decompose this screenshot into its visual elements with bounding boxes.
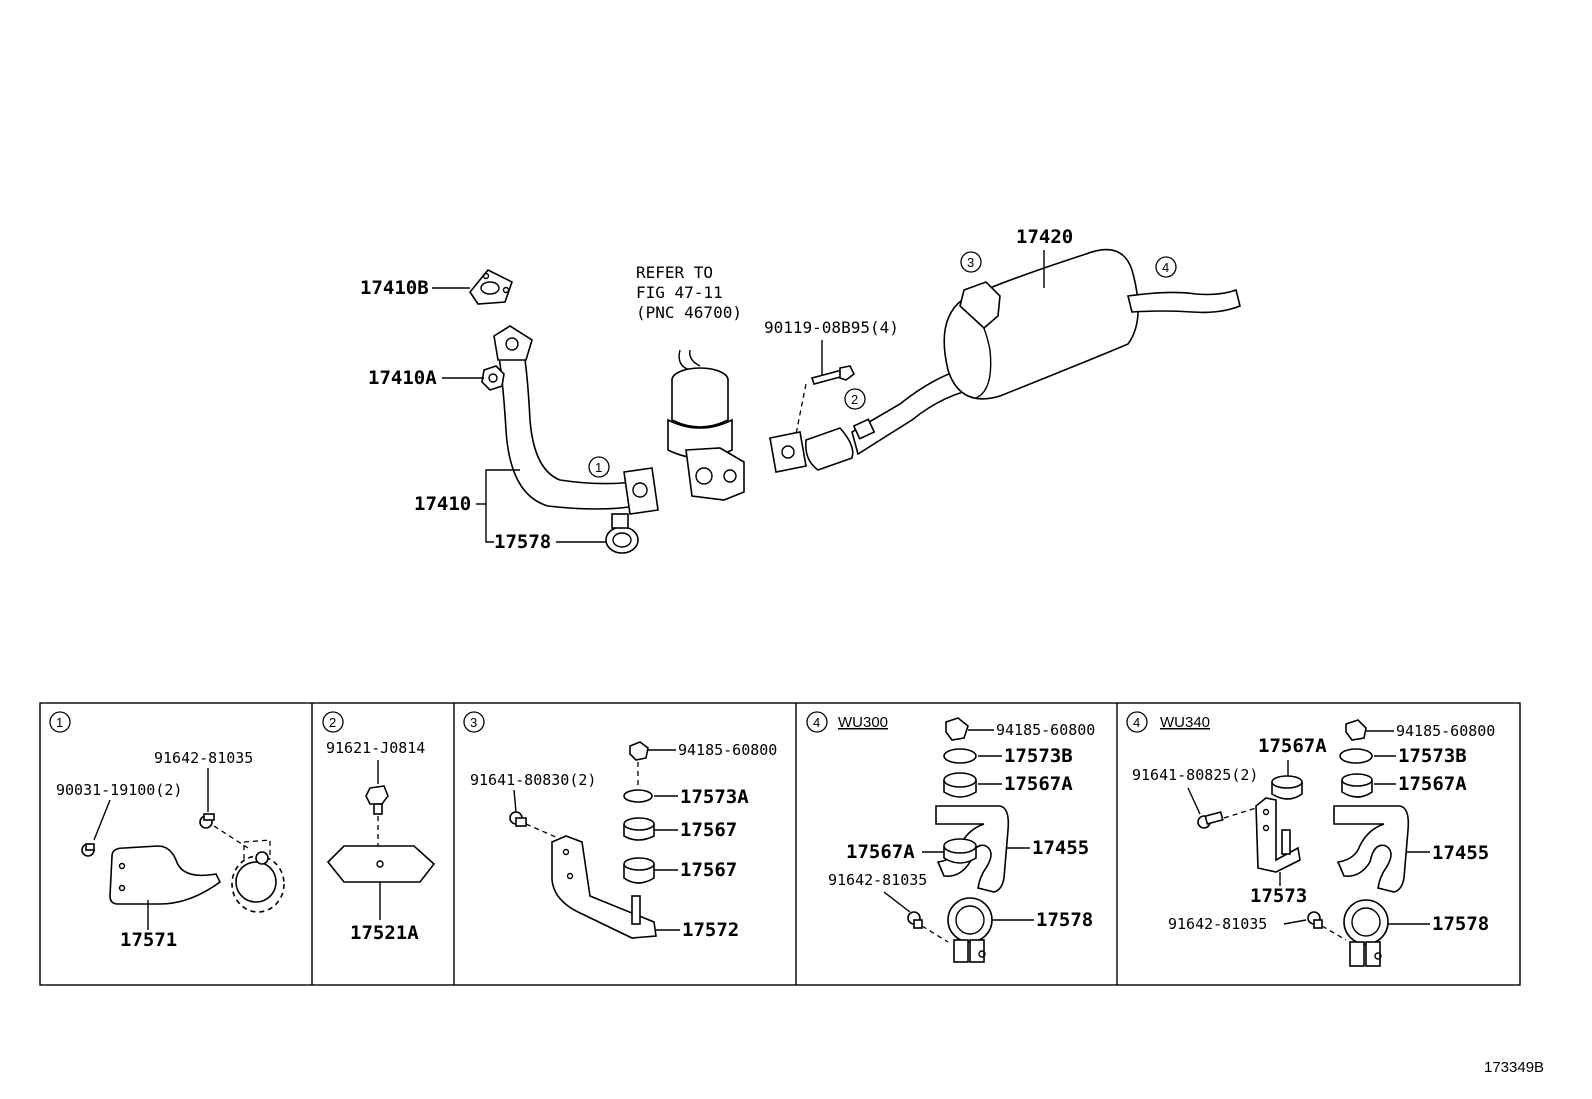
refer-line-2: FIG 47-11 (636, 283, 723, 302)
label-91642-wu340: 91642-81035 (1168, 915, 1267, 933)
nut-94185 (629, 741, 649, 761)
plate-17521a (326, 845, 436, 883)
detail-panel-4-wu340: 4 WU340 94185-60800 17567A 17573B 17567A… (1126, 711, 1495, 967)
front-pipe-17410 (493, 325, 659, 515)
detail-panel-3: 3 94185-60800 91641-80830(2) 17573A 1756… (463, 711, 777, 941)
label-17455-wu300: 17455 (1032, 837, 1089, 859)
label-17578-wu300: 17578 (1036, 909, 1093, 931)
clamp-17578-wu340 (1343, 899, 1389, 967)
bolt-91642-wu300 (907, 911, 923, 929)
label-17567a-left-wu340: 17567A (1258, 735, 1327, 757)
label-17410b: 17410B (360, 277, 429, 299)
label-17567a-top-wu300: 17567A (1004, 773, 1073, 795)
center-pipe (769, 365, 981, 473)
label-17567-1: 17567 (680, 819, 737, 841)
label-94185-wu300: 94185-60800 (996, 721, 1095, 739)
bolt-91642-wu340 (1307, 911, 1323, 929)
clamp-17578-wu300 (947, 897, 993, 963)
header-wu300: WU300 (838, 714, 888, 731)
detail-panel-2: 2 91621-J0814 17521A (322, 711, 436, 944)
svg-text:4: 4 (1133, 715, 1140, 730)
label-17567a-right-wu340: 17567A (1398, 773, 1467, 795)
svg-text:2: 2 (329, 715, 336, 730)
clamp-17578 (605, 513, 639, 554)
gasket-17410b (469, 268, 513, 305)
label-17573: 17573 (1250, 885, 1307, 907)
label-17573b-wu340: 17573B (1398, 745, 1467, 767)
label-17573b-wu300: 17573B (1004, 745, 1073, 767)
label-17572: 17572 (682, 919, 739, 941)
label-17578: 17578 (494, 531, 551, 553)
bracket-17571 (109, 845, 222, 905)
label-17571: 17571 (120, 929, 177, 951)
muffler-17420 (943, 248, 1241, 400)
callout-3 (960, 251, 982, 273)
hanger-17455-wu340 (1333, 805, 1410, 893)
nut-17410a (481, 365, 505, 391)
cushion-17567a-top-wu300 (943, 772, 977, 798)
cushion-17567a-left-wu340 (1271, 775, 1303, 800)
bolt-91621 (365, 785, 389, 815)
detail-panel-1: 1 91642-81035 90031-19100(2) 17571 (49, 711, 285, 951)
clamp-detail-1 (231, 839, 285, 913)
label-90031-19100: 90031-19100(2) (56, 781, 182, 799)
callout-2 (844, 388, 866, 410)
label-17420: 17420 (1016, 226, 1073, 248)
bolt-91642 (199, 813, 215, 829)
callout-4 (1155, 256, 1177, 278)
label-17410: 17410 (414, 493, 471, 515)
svg-text:3: 3 (470, 715, 477, 730)
svg-text:1: 1 (56, 715, 63, 730)
svg-text:4: 4 (1162, 260, 1169, 275)
label-17410a: 17410A (368, 367, 437, 389)
cushion-17567-2 (623, 857, 655, 884)
washer-17573a (623, 789, 653, 803)
label-91641-80830: 91641-80830(2) (470, 771, 596, 789)
bolt-90031 (81, 843, 95, 857)
label-91641-80825: 91641-80825(2) (1132, 766, 1258, 784)
washer-17573b-wu340 (1339, 748, 1373, 764)
label-17567-2: 17567 (680, 859, 737, 881)
refer-line-1: REFER TO (636, 263, 713, 282)
washer-17573b-wu300 (943, 748, 977, 764)
catalytic-converter (667, 349, 745, 501)
label-17573a: 17573A (680, 786, 749, 808)
label-94185-60800: 94185-60800 (678, 741, 777, 759)
nut-94185-wu300 (945, 717, 969, 741)
cushion-17567a-mid-wu300 (943, 838, 977, 864)
bolt-91641 (509, 811, 527, 827)
diagram-id: 173349B (1484, 1059, 1544, 1076)
label-91621-j0814: 91621-J0814 (326, 739, 425, 757)
callout-1 (588, 456, 610, 478)
label-91642-81035: 91642-81035 (154, 749, 253, 767)
label-17521a: 17521A (350, 922, 419, 944)
label-17455-wu340: 17455 (1432, 842, 1489, 864)
svg-text:3: 3 (967, 255, 974, 270)
label-90119: 90119-08B95(4) (764, 318, 899, 337)
bolt-90119 (810, 365, 856, 385)
label-94185-wu340: 94185-60800 (1396, 722, 1495, 740)
label-17567a-mid-wu300: 17567A (846, 841, 915, 863)
bracket-17572 (551, 835, 657, 939)
label-91642-wu300: 91642-81035 (828, 871, 927, 889)
header-wu340: WU340 (1160, 714, 1210, 731)
refer-line-3: (PNC 46700) (636, 303, 742, 322)
svg-text:4: 4 (813, 715, 820, 730)
cushion-17567a-right-wu340 (1341, 773, 1373, 798)
svg-text:1: 1 (595, 460, 602, 475)
svg-text:2: 2 (851, 392, 858, 407)
nut-94185-wu340 (1345, 719, 1367, 741)
detail-frame (39, 702, 1521, 986)
cushion-17567-1 (623, 817, 655, 841)
bracket-17573 (1255, 797, 1301, 873)
label-17578-wu340: 17578 (1432, 913, 1489, 935)
detail-panel-4-wu300: 4 WU300 94185-60800 17573B 17567A 17455 … (806, 711, 1095, 963)
bolt-91641-wu340 (1197, 811, 1224, 829)
